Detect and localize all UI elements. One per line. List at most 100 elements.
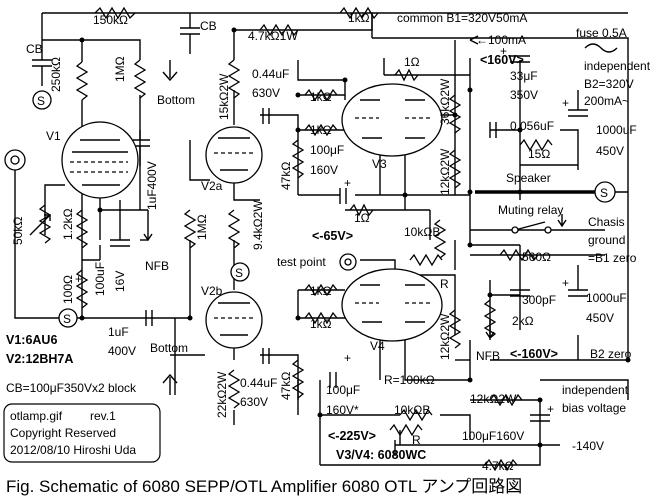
label-50k: 50kΩ xyxy=(11,217,25,245)
fuse-icon xyxy=(584,43,618,53)
s-terminal-speaker: S xyxy=(594,181,616,203)
cap-0056uf xyxy=(489,122,497,138)
test-point-icon xyxy=(339,253,357,271)
resistor-1k-top xyxy=(339,6,379,20)
label-1m-top: 1MΩ xyxy=(113,56,127,82)
svg-text:S: S xyxy=(235,266,243,280)
label-bottom-lower: Bottom xyxy=(150,341,188,355)
resistor-12k-2w-lower xyxy=(448,309,462,349)
s-terminal-3: S xyxy=(230,262,250,282)
label-v2b: V2b xyxy=(201,284,223,298)
label-65v-neg: <-65V> xyxy=(312,229,353,243)
info-date-author: 2012/08/10 Hiroshi Uda xyxy=(10,443,136,457)
label-22k-2w: 22kΩ2W xyxy=(215,371,229,418)
label-1m-grid: 1MΩ xyxy=(195,214,209,240)
info-rev: rev.1 xyxy=(90,409,116,423)
label-10k-b-upper: 10kΩB xyxy=(404,225,440,239)
ground-bottom-1 xyxy=(162,60,178,82)
cap-300pf xyxy=(510,289,530,297)
cap-1uf-400v xyxy=(130,130,150,166)
label-100uf-star: 100μF xyxy=(326,383,360,397)
label-450v-lower: 450V xyxy=(586,311,614,325)
resistor-1m-top xyxy=(133,59,147,99)
label-225v-neg: <-225V> xyxy=(328,429,376,443)
label-47k-lower: 47kΩ xyxy=(279,372,293,400)
resistor-4k7-1w xyxy=(259,23,299,37)
label-bias-voltage: bias voltage xyxy=(562,401,626,415)
label-160v-neg: <-160V> xyxy=(510,347,558,361)
resistor-150k xyxy=(94,6,136,20)
cap-cb-left xyxy=(32,40,52,86)
label-250k: 250kΩ xyxy=(49,57,63,92)
resistor-10k-b-lower xyxy=(399,408,433,422)
label-v2-12bh7a: V2:12BH7A xyxy=(6,352,73,366)
svg-text:+: + xyxy=(562,96,569,110)
tube-v2b xyxy=(205,291,263,349)
resistor-1k-a xyxy=(304,88,338,102)
cap-100uf-160v xyxy=(339,188,347,204)
svg-text:+: + xyxy=(75,272,82,286)
label-450v-upper: 450V xyxy=(596,144,624,158)
label-044-lower: 0.44uF xyxy=(240,376,277,390)
resistor-47k-lower xyxy=(291,359,305,399)
resistor-100-v1 xyxy=(75,269,89,309)
svg-text:+: + xyxy=(562,276,569,290)
svg-text:S: S xyxy=(63,312,71,326)
cap-1uf-input xyxy=(145,310,153,326)
label-150k: 150kΩ xyxy=(93,13,128,27)
label-100uf-160v-a: 100μF xyxy=(310,143,344,157)
label-v3: V3 xyxy=(372,157,387,171)
resistor-r-lower xyxy=(389,423,423,437)
cap-100uf-160v-star xyxy=(329,372,337,388)
resistor-50k-vol xyxy=(38,204,52,244)
resistor-36k-2w xyxy=(448,94,462,134)
tube-v1 xyxy=(61,121,139,199)
resistor-1k-d xyxy=(304,311,338,325)
label-100ma: ←100mA xyxy=(476,33,526,47)
label-1uf-input: 1uF xyxy=(108,325,129,339)
resistor-1m-grid xyxy=(183,209,197,249)
label-r-100k: R=100kΩ xyxy=(384,373,435,387)
svg-text:+: + xyxy=(344,351,351,365)
label-b2-zero: B2 zero xyxy=(590,347,632,361)
label-r-upper: R xyxy=(440,277,449,291)
resistor-250k xyxy=(75,61,89,101)
label-1000uf-upper: 1000uF xyxy=(596,123,637,137)
label-160v-pos: <160V> xyxy=(480,53,524,67)
svg-text:S: S xyxy=(37,94,45,108)
muting-relay-switch xyxy=(511,221,552,234)
resistor-9k4-2w xyxy=(227,209,241,249)
label-100-v1: 100Ω xyxy=(61,275,75,304)
label-10k-b-lower: 10kΩB xyxy=(394,403,430,417)
cap-1000uf-upper xyxy=(568,109,588,117)
label-4k7-bias: 4.7kΩ xyxy=(482,459,514,473)
label-1k-d: 1kΩ xyxy=(310,317,332,331)
info-filename: otlamp.gif xyxy=(10,409,63,423)
label-speaker: Speaker xyxy=(506,171,551,185)
label-1uf400v: 1uF400V xyxy=(145,161,159,210)
svg-text:+: + xyxy=(547,402,554,416)
label-cb-left: CB xyxy=(26,42,43,56)
resistor-15ohm xyxy=(519,138,553,152)
resistor-22k-2w xyxy=(227,369,241,409)
label-100uf-160v-bias: 100μF160V xyxy=(462,429,524,443)
label-044-upper: 0.44uF xyxy=(252,67,289,81)
arrow-100ma xyxy=(469,35,479,45)
resistor-12k-2w-bias xyxy=(489,393,523,407)
label-400v: 400V xyxy=(108,344,136,358)
label-r-lower: R xyxy=(412,433,421,447)
resistor-15k-2w xyxy=(227,59,241,99)
tube-v4 xyxy=(341,268,443,342)
label-cb-block: CB=100μF350Vx2 block xyxy=(6,381,137,395)
capacitors xyxy=(32,27,588,456)
terminals: S S S S xyxy=(4,35,618,395)
s-terminal-2: S xyxy=(58,308,78,328)
component-labels: 150kΩ CB CB 1kΩ common B1=320V50mA 4.7kΩ… xyxy=(6,11,651,473)
label-v1-6au6: V1:6AU6 xyxy=(6,333,57,347)
resistors xyxy=(29,6,553,472)
label-common-b1: common B1=320V50mA xyxy=(397,11,527,25)
relay-arrow-down xyxy=(557,214,567,228)
cap-100uf-bias xyxy=(530,414,550,422)
label-33uf: 33μF xyxy=(510,69,538,83)
